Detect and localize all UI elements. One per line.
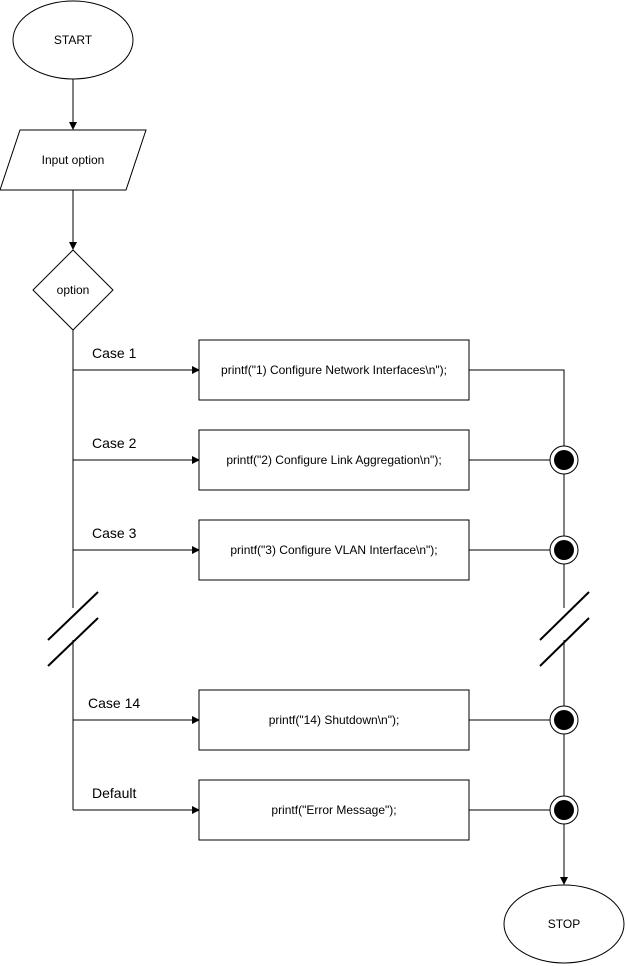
case2-action-box [198, 429, 470, 491]
right-break-mark-1 [539, 591, 590, 641]
branch-label-case14: Case 14 [88, 695, 140, 711]
case2-action-label: printf("2) Configure Link Aggregation\n"… [226, 453, 441, 467]
right-break-mark-2 [539, 617, 590, 667]
branch-label-case1: Case 1 [92, 345, 137, 361]
stop-label: STOP [548, 917, 580, 931]
input-label: Input option [42, 153, 105, 167]
left-break-mark-2 [47, 617, 99, 667]
default-action-label: printf("Error Message"); [271, 803, 396, 817]
left-break-mark-1 [47, 591, 99, 641]
branch-label-case2: Case 2 [92, 435, 137, 451]
branch-label-case3: Case 3 [92, 525, 137, 541]
branch-label-default: Default [92, 785, 136, 801]
start-label: START [54, 33, 93, 47]
junction-case3 [549, 535, 579, 565]
junction-case2 [549, 445, 579, 475]
junction-case14 [549, 705, 579, 735]
stop-terminal [503, 884, 625, 964]
junction-default [549, 795, 579, 825]
case14-action-label: printf("14) Shutdown\n"); [269, 713, 400, 727]
input-parallelogram [0, 129, 147, 191]
default-action-box [198, 779, 470, 841]
case1-action-label: printf("1) Configure Network Interfaces\… [221, 363, 447, 377]
case14-action-box [198, 689, 470, 751]
case3-action-label: printf("3) Configure VLAN Interface\n"); [230, 543, 437, 557]
case3-action-box [198, 519, 470, 581]
connector-case1-to-right-spine [469, 369, 565, 446]
decision-label: option [57, 283, 90, 297]
